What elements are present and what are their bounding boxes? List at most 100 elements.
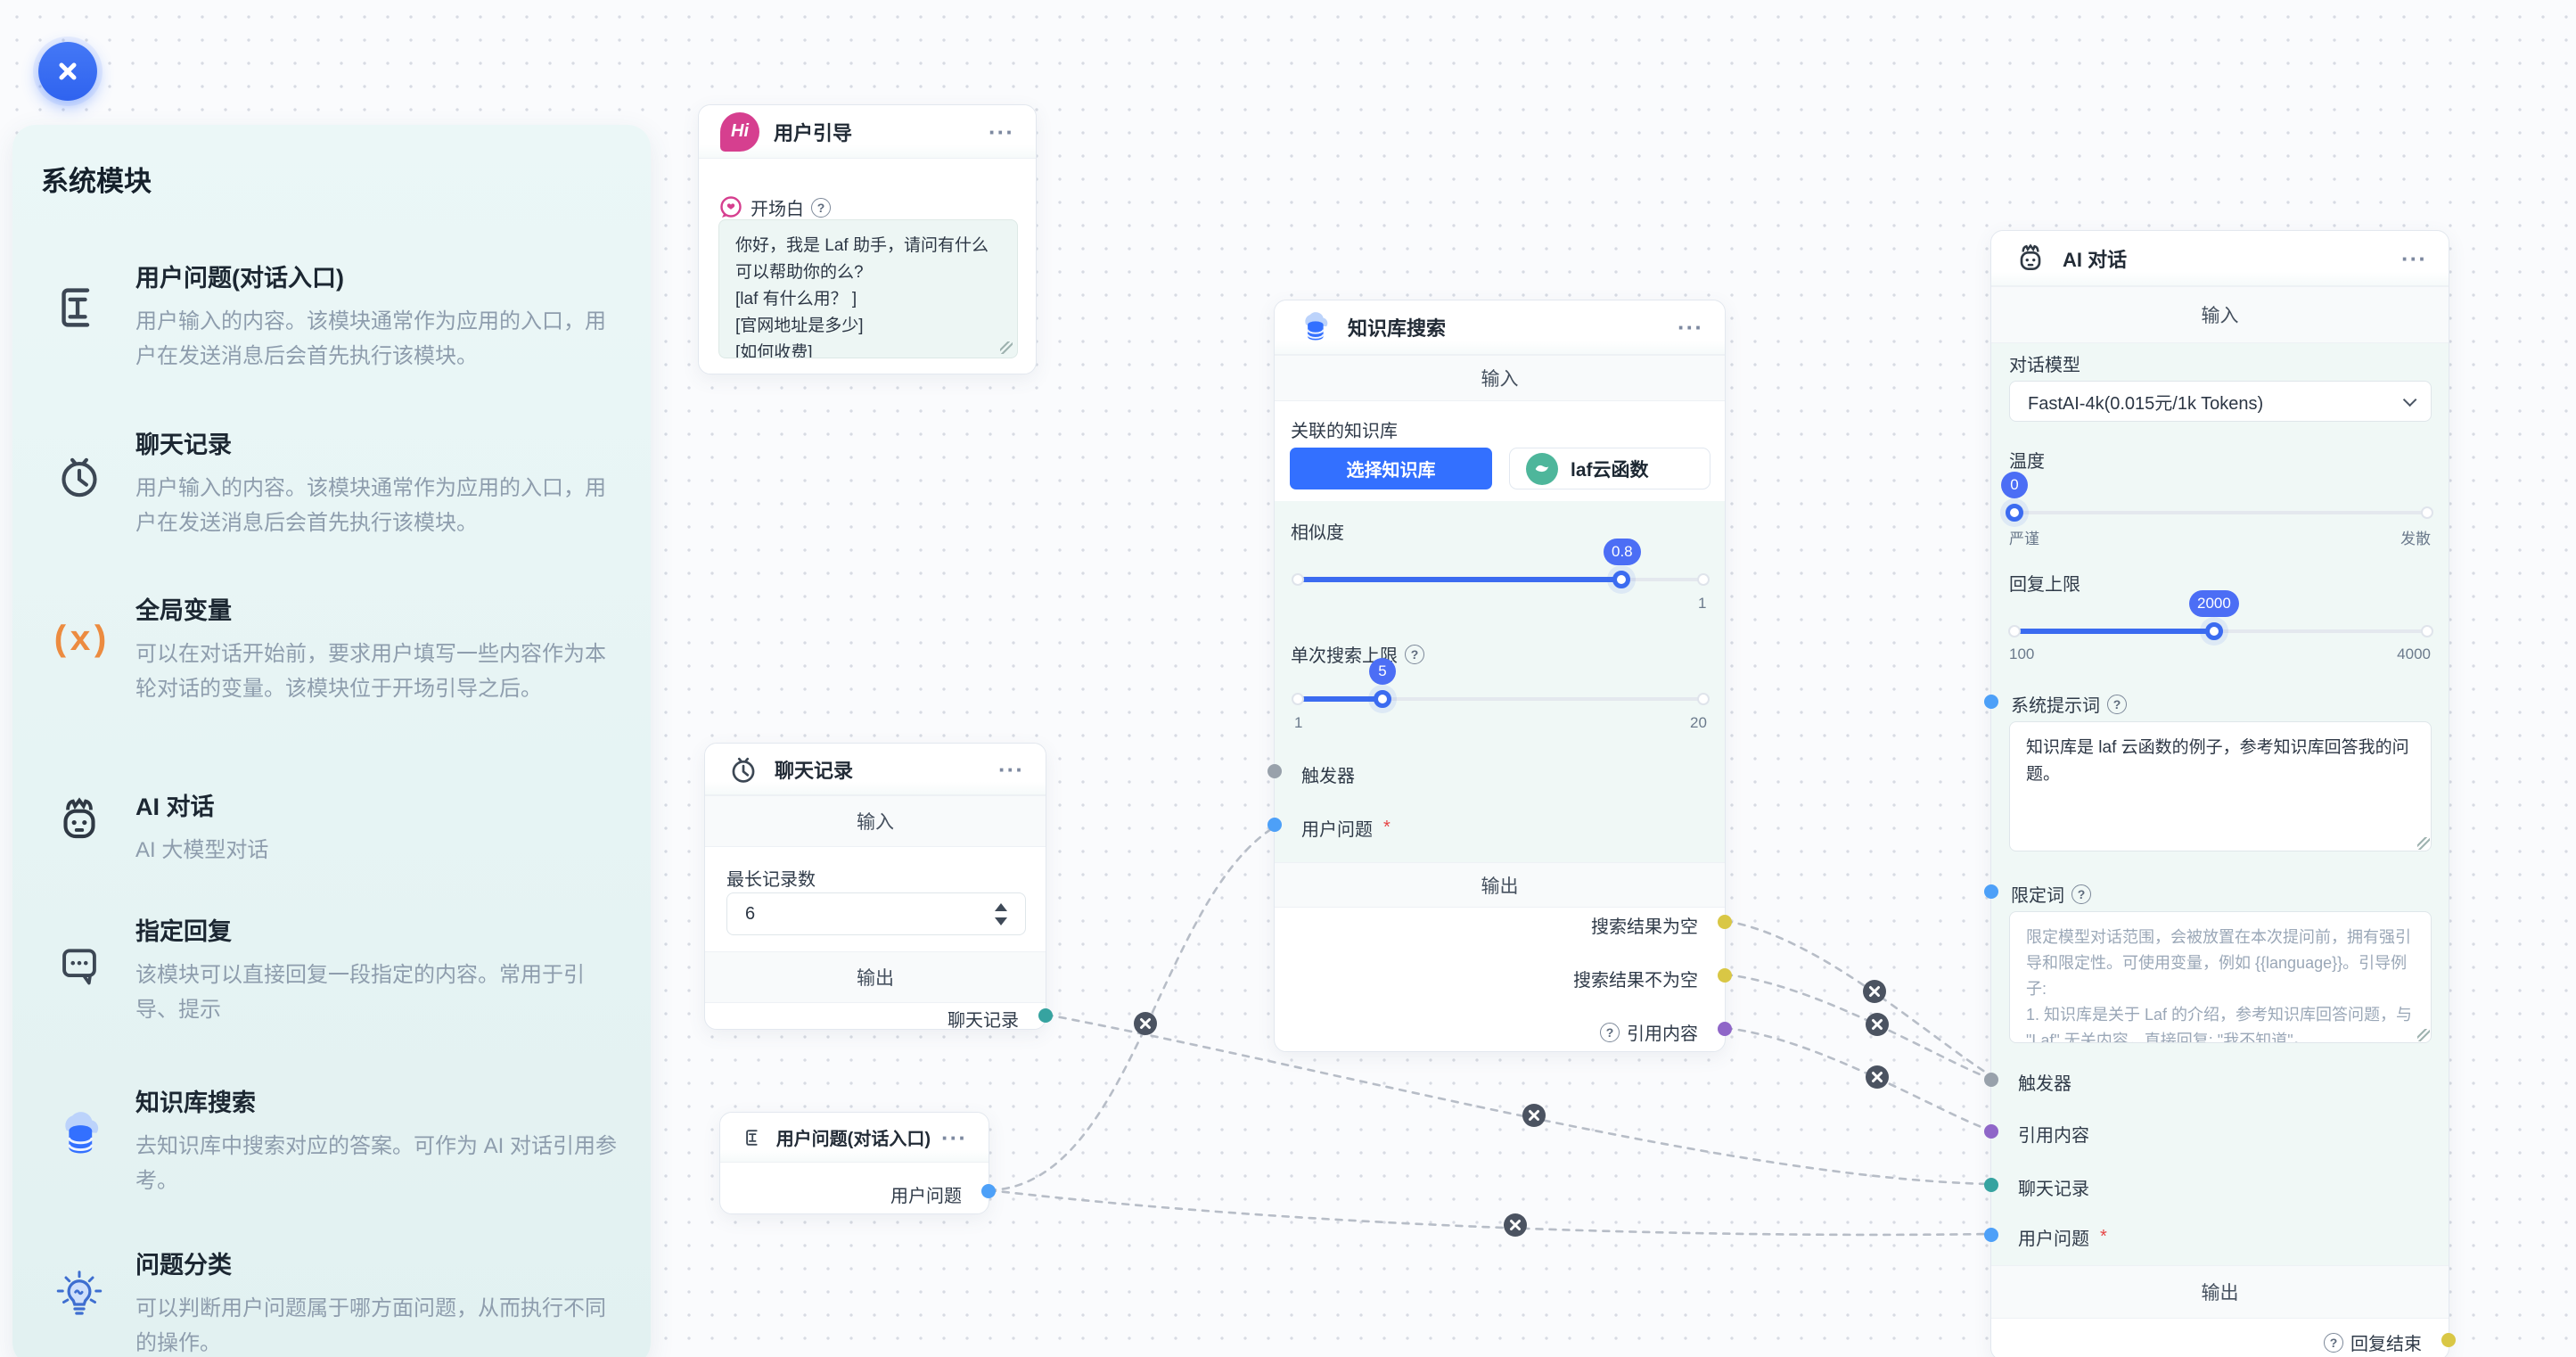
slider-max-dot bbox=[2421, 625, 2433, 637]
max-reply-slider[interactable]: 2000 bbox=[2008, 590, 2433, 640]
node-title: 用户问题(对话入口) bbox=[775, 1130, 931, 1149]
node-user-question-header[interactable]: 用户问题(对话入口) ··· bbox=[720, 1113, 989, 1163]
max-records-input[interactable]: 6 bbox=[726, 892, 1026, 935]
input-section-header: 输入 bbox=[1991, 286, 2449, 343]
sidebar-item-question-classify[interactable]: 问题分类 可以判断用户问题属于哪方面问题，从而执行不同的操作。 bbox=[48, 1246, 622, 1357]
sidebar-item-fixed-reply[interactable]: 指定回复 该模块可以直接回复一段指定的内容。常用于引导、提示 bbox=[48, 912, 622, 1027]
temperature-slider[interactable]: 0 bbox=[2001, 472, 2433, 522]
search-limit-max-label: 20 bbox=[1690, 714, 1707, 731]
similarity-slider[interactable]: 0.8 bbox=[1292, 539, 1710, 588]
help-icon[interactable]: ? bbox=[1600, 1022, 1620, 1042]
port-kb-trigger-in[interactable] bbox=[1267, 764, 1282, 778]
sidebar-item-title: AI 对话 bbox=[135, 794, 215, 820]
similarity-max-label: 1 bbox=[1698, 595, 1707, 612]
slider-value-badge: 0.8 bbox=[1604, 539, 1641, 565]
port-ai-systemprompt-in[interactable] bbox=[1984, 695, 1998, 709]
slider-value-badge: 0 bbox=[2001, 472, 2028, 498]
search-limit-min-label: 1 bbox=[1294, 714, 1303, 731]
port-ai-limitprompt-in[interactable] bbox=[1984, 884, 1998, 899]
help-icon[interactable]: ? bbox=[811, 197, 831, 218]
message-bubble-icon bbox=[62, 949, 96, 985]
close-panel-button[interactable] bbox=[38, 42, 97, 101]
dataset-card[interactable]: laf云函数 bbox=[1509, 448, 1710, 489]
laf-logo-icon bbox=[1526, 452, 1558, 485]
help-icon[interactable]: ? bbox=[2071, 884, 2091, 904]
max-reply-min-label: 100 bbox=[2009, 646, 2035, 662]
kb-output-quote-label: ? 引用内容 bbox=[1600, 1019, 1698, 1045]
port-kb-notempty-out[interactable] bbox=[1718, 968, 1732, 983]
node-ai-chat-header[interactable]: AI 对话 ··· bbox=[1991, 231, 2449, 286]
port-user-question-out[interactable] bbox=[981, 1184, 996, 1198]
select-dataset-button[interactable]: 选择知识库 bbox=[1290, 448, 1492, 489]
node-ai-chat[interactable]: AI 对话 ··· 输入 对话模型 FastAI-4k(0.015元/1k To… bbox=[1984, 230, 2456, 1357]
sidebar-item-ai-chat[interactable]: AI 对话 AI 大模型对话 bbox=[48, 787, 622, 868]
number-stepper[interactable] bbox=[995, 902, 1007, 925]
welcome-field-label: 开场白 ? bbox=[718, 194, 831, 220]
node-kb-search[interactable]: 知识库搜索 ··· 输入 关联的知识库 选择知识库 laf云函数 相似度 bbox=[1267, 300, 1732, 1052]
port-ai-finish-out[interactable] bbox=[2441, 1333, 2456, 1347]
limit-prompt-textarea[interactable]: 限定模型对话范围，会被放置在本次提问前，拥有强引导和限定性。可使用变量，例如 {… bbox=[2009, 911, 2432, 1043]
port-chat-history-out[interactable] bbox=[1038, 1008, 1053, 1023]
sidebar-item-chat-history[interactable]: 聊天记录 用户输入的内容。该模块通常作为应用的入口，用户在发送消息后会首先执行该… bbox=[48, 425, 622, 540]
stepper-down-icon[interactable] bbox=[995, 917, 1007, 925]
temperature-left-label: 严谨 bbox=[2009, 530, 2039, 547]
resize-grip-icon[interactable] bbox=[1000, 341, 1013, 354]
system-prompt-textarea[interactable]: 知识库是 laf 云函数的例子，参考知识库回答我的问题。 bbox=[2009, 721, 2432, 851]
edge-delete-icon[interactable] bbox=[1522, 1104, 1546, 1127]
resize-grip-icon[interactable] bbox=[2417, 1029, 2430, 1041]
slider-thumb[interactable] bbox=[1612, 571, 1630, 588]
help-icon[interactable]: ? bbox=[1405, 644, 1424, 664]
node-chat-history[interactable]: 聊天记录 ··· 输入 最长记录数 6 输出 聊天记录 bbox=[704, 743, 1053, 1031]
edge-delete-icon[interactable] bbox=[1866, 1013, 1889, 1036]
kb-output-empty-label: 搜索结果为空 bbox=[1591, 917, 1698, 937]
resize-grip-icon[interactable] bbox=[2417, 837, 2430, 850]
node-menu-icon[interactable]: ··· bbox=[998, 755, 1024, 783]
search-limit-slider[interactable]: 5 bbox=[1292, 658, 1710, 708]
port-ai-question-in[interactable] bbox=[1984, 1228, 1998, 1242]
edge-delete-icon[interactable] bbox=[1134, 1012, 1157, 1035]
node-menu-icon[interactable]: ··· bbox=[989, 118, 1014, 145]
node-user-guide[interactable]: Hi 用户引导 ··· 开场白 ? 你好，我是 Laf 助手，请问有什么可以帮助… bbox=[698, 104, 1037, 374]
robot-icon bbox=[2020, 243, 2041, 270]
welcome-textarea[interactable]: 你好，我是 Laf 助手，请问有什么可以帮助你的么? [laf 有什么用？ ] … bbox=[718, 219, 1018, 358]
limit-prompt-label: 限定词 ? bbox=[2011, 881, 2091, 907]
node-kb-search-header[interactable]: 知识库搜索 ··· bbox=[1275, 300, 1725, 355]
slider-thumb[interactable] bbox=[2205, 622, 2223, 640]
slider-thumb[interactable] bbox=[2006, 504, 2023, 522]
help-icon[interactable]: ? bbox=[2107, 694, 2127, 714]
model-select[interactable]: FastAI-4k(0.015元/1k Tokens) bbox=[2009, 381, 2432, 422]
sidebar-item-title: 指定回复 bbox=[135, 918, 232, 945]
port-ai-quote-in[interactable] bbox=[1984, 1124, 1998, 1139]
edge-delete-icon[interactable] bbox=[1866, 1065, 1889, 1089]
sidebar-item-desc: AI 大模型对话 bbox=[135, 838, 269, 862]
node-chat-history-header[interactable]: 聊天记录 ··· bbox=[705, 744, 1046, 795]
slider-thumb[interactable] bbox=[1374, 690, 1391, 708]
text-cursor-icon bbox=[746, 1129, 758, 1146]
slider-max-dot bbox=[1697, 573, 1710, 586]
sidebar-item-kb-search[interactable]: 知识库搜索 去知识库中搜索对应的答案。可作为 AI 对话引用参考。 bbox=[48, 1083, 622, 1198]
sidebar-item-desc: 去知识库中搜索对应的答案。可作为 AI 对话引用参考。 bbox=[135, 1134, 618, 1193]
port-ai-history-in[interactable] bbox=[1984, 1178, 1998, 1192]
node-menu-icon[interactable]: ··· bbox=[941, 1123, 967, 1151]
edge-kb-quote-to-ai-quote bbox=[1724, 1026, 1992, 1132]
stepper-up-icon[interactable] bbox=[995, 902, 1007, 911]
output-section-header: 输出 bbox=[1275, 862, 1725, 908]
panel-title: 系统模块 bbox=[41, 166, 152, 197]
edge-delete-icon[interactable] bbox=[1504, 1213, 1527, 1237]
output-section-header: 输出 bbox=[1991, 1265, 2449, 1319]
node-menu-icon[interactable]: ··· bbox=[2401, 244, 2427, 272]
node-user-question[interactable]: 用户问题(对话入口) ··· 用户问题 bbox=[719, 1112, 996, 1214]
ai-output-finish-label: ? 回复结束 bbox=[2324, 1329, 2422, 1355]
sidebar-item-global-variables[interactable]: (x) 全局变量 可以在对话开始前，要求用户填写一些内容作为本轮对话的变量。该模… bbox=[48, 591, 622, 706]
help-icon[interactable]: ? bbox=[2324, 1332, 2343, 1353]
port-kb-question-in[interactable] bbox=[1267, 818, 1282, 832]
sidebar-item-user-question[interactable]: 用户问题(对话入口) 用户输入的内容。该模块通常作为应用的入口，用户在发送消息后… bbox=[48, 259, 622, 374]
node-user-guide-header[interactable]: Hi 用户引导 ··· bbox=[699, 105, 1036, 159]
port-kb-quote-out[interactable] bbox=[1718, 1022, 1732, 1036]
clock-icon bbox=[732, 757, 755, 783]
port-kb-empty-out[interactable] bbox=[1718, 915, 1732, 929]
node-menu-icon[interactable]: ··· bbox=[1678, 314, 1703, 341]
port-ai-trigger-in[interactable] bbox=[1984, 1073, 1998, 1087]
edge-delete-icon[interactable] bbox=[1863, 980, 1886, 1003]
